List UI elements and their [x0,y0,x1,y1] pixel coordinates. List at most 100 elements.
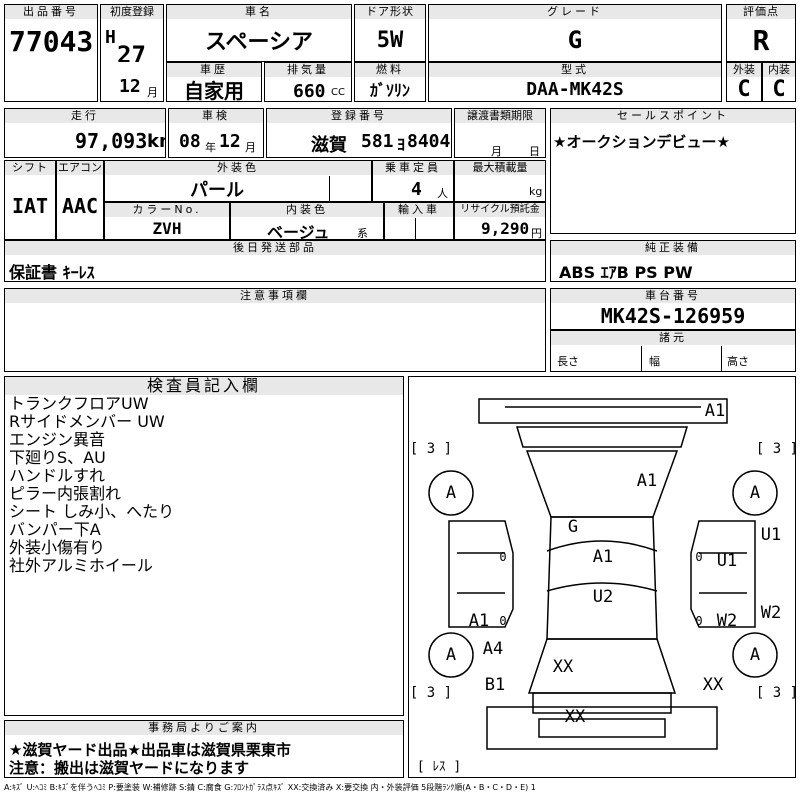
spec-height: 高さ [727,355,749,368]
mileage-box: 走行 97,093 km [4,108,166,158]
plate-area: 滋賀 [311,135,347,156]
color-no-header: カラーNo. [105,203,229,217]
recycle-header: リサイクル預託金 [455,203,545,217]
wheel-fr-shape [732,470,778,516]
int-color-box: 内装色 ベージュ 系 [230,202,384,240]
damage-a-wheel-fr: A [750,483,760,503]
displacement-box: 排気量 660 CC [264,62,352,102]
grade-header: グレード [429,5,721,19]
note-line: エンジン異音 [9,430,106,449]
damage-xx-bottom: XX [565,707,586,727]
spec-length: 長さ [557,355,579,368]
history-box: 車歴 自家用 [166,62,262,102]
recycle-box: リサイクル預託金 9,290 円 [454,202,546,240]
capacity-header: 乗車定員 [373,161,453,175]
wheel-fl-shape [428,470,474,516]
fuel-header: 燃料 [355,63,425,77]
interior-score: C [772,76,786,102]
unit-yen: 円 [531,227,542,240]
first-reg-header: 初度登録 [101,5,163,19]
ext-color-box: 外装色 パール [104,160,372,202]
sales-point-header: セールスポイント [551,109,795,123]
car-name: スペーシア [204,30,314,55]
car-name-box: 車名 スペーシア [166,4,352,62]
left-door-shape [457,552,505,594]
car-diagram: [ 3 ] [ 3 ] [ 3 ] [ 3 ] [ ﾚｽ ] A1 A A A1… [410,398,795,775]
aircon-box: エアコン AAC [56,160,104,240]
int-color-header: 内装色 [231,203,383,217]
exterior-header: 外装 [727,63,761,77]
inspection-box: 車検 08 年 12 月 [168,108,264,158]
later-parts: 保証書 ｷｰﾚｽ [9,263,95,282]
damage-a1-roof: A1 [593,547,613,567]
note-line: 社外アルミホイール [9,556,153,575]
cabin-shape [546,540,658,592]
legend: A:ｷｽﾞ U:ﾍｺﾐ B:ｷｽﾞを伴うﾍｺﾐ P:要塗装 W:補修跡 S:錆 … [4,783,536,792]
lot-header: 出品番号 [5,5,97,19]
model-header: 型式 [429,63,721,77]
mileage: 97,093 [75,129,148,153]
exterior-box: 外装 C [726,62,762,102]
doc-unit-month: 月 [491,145,502,158]
insp-month: 12 [219,131,241,152]
damage-xx-rear: XX [553,657,574,677]
doc-unit-day: 日 [529,145,540,158]
aircon: AAC [61,194,99,218]
roof-shape [546,516,658,640]
damage-a-wheel-rl: A [446,645,456,665]
max-load-box: 最大積載量 kg [454,160,546,202]
damage-w2-side: W2 [717,611,737,631]
model-code: DAA-MK42S [526,78,624,100]
note-line: Rサイドメンバー UW [9,412,165,431]
damage-a-wheel-fl: A [446,483,456,503]
rear-end-shape [486,706,718,750]
damage-u1-side: U1 [717,551,737,571]
doc-deadline-box: 譲渡書類期限 月 日 [454,108,546,158]
inspector-header: 検査員記入欄 [5,377,403,395]
damage-zero-left: 0 [499,550,506,564]
shift: IAT [11,194,49,218]
caution-header: 注意事項欄 [5,289,545,303]
score-box: 評価点 R [726,4,796,62]
door-box: ドア形状 5W [354,4,426,62]
fuel: ｶﾞｿﾘﾝ [369,81,410,100]
door-header: ドア形状 [355,5,425,19]
history: 自家用 [184,78,244,102]
damage-w2-right: W2 [761,603,781,623]
shift-box: シフト IAT [4,160,56,240]
note-line: 外装小傷有り [9,538,106,557]
insp-unit-month: 月 [245,141,256,154]
inspection-header: 車検 [169,109,263,123]
sales-point-text: ★オークションデビュー★ [553,133,730,151]
rear-bumper-shape [532,692,672,714]
office-header: 事務局よりご案内 [5,721,403,735]
interior-box: 内装 C [762,62,796,102]
ext-color: パール [190,180,244,201]
right-side-shape [690,520,756,628]
displacement: 660 [293,81,326,102]
reg-month: 12 [119,76,141,97]
damage-zero-right: 0 [695,550,702,564]
color-no-box: カラーNo. ZVH [104,202,230,240]
color-no: ZVH [152,218,182,238]
plate-kana: ﾖ [397,135,406,154]
shift-header: シフト [5,161,55,175]
damage-a4: A4 [483,639,503,659]
note-line: 下廻りS、AU [9,448,106,467]
damage-u1-right: U1 [761,525,781,545]
recycle-fee: 9,290 [481,219,530,238]
plate-num: 581 [361,131,394,152]
inspector-notes: トランクフロアUW Rサイドメンバー UW エンジン異音 下廻りS、AU ハンド… [9,395,174,575]
car-name-header: 車名 [167,5,351,19]
genuine-equipment: ABS ｴｱB PS PW [559,263,693,282]
right-door-shape [699,552,747,594]
mileage-header: 走行 [5,109,165,123]
plate-header: 登録番号 [267,109,451,123]
chassis-box: 車台番号 MK42S-126959 [550,288,796,330]
grade-box: グレード G [428,4,722,62]
damage-zero-right2: 0 [695,614,702,628]
office-line-1: ★滋賀ヤード出品★出品車は滋賀県栗東市 [9,741,291,759]
tire-mark-fl: [ 3 ] [410,441,452,457]
hood-shape [515,426,689,448]
chassis-header: 車台番号 [551,289,795,303]
